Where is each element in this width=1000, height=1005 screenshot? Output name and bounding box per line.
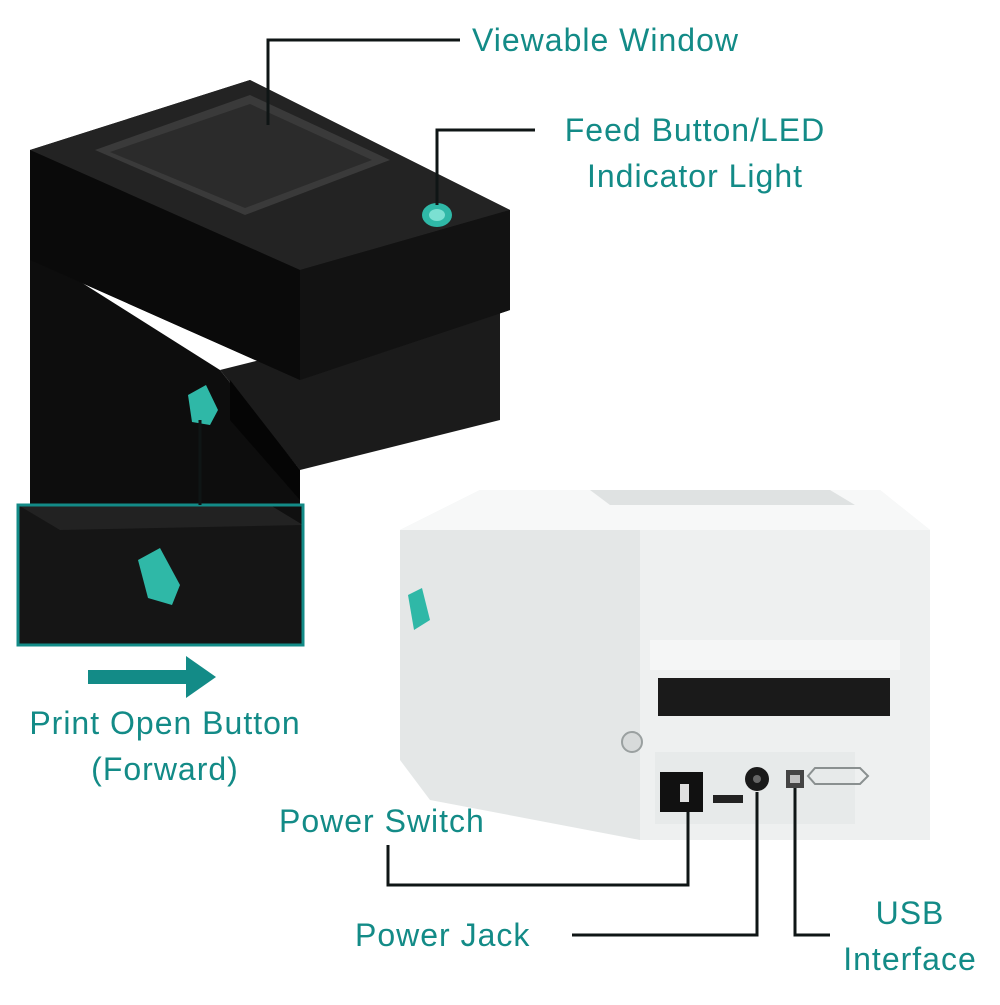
zoom-inset	[16, 503, 305, 647]
print-open-lever	[188, 385, 218, 425]
label-viewable-window: Viewable Window	[472, 22, 739, 58]
label-power-switch: Power Switch	[279, 803, 485, 839]
callout-lines	[198, 38, 830, 937]
label-usb-interface: USB Interface	[830, 890, 990, 982]
white-printer	[400, 490, 930, 840]
black-printer	[30, 80, 510, 510]
label-print-open-line1: Print Open Button	[29, 705, 301, 741]
label-feed-button: Feed Button/LED Indicator Light	[545, 107, 845, 199]
label-feed-button-line1: Feed Button/LED	[564, 112, 826, 148]
label-power-jack: Power Jack	[355, 917, 531, 953]
label-feed-button-line2: Indicator Light	[586, 158, 803, 194]
label-usb-line1: USB	[875, 895, 945, 931]
label-print-open-button: Print Open Button (Forward)	[10, 700, 320, 792]
label-usb-line2: Interface	[843, 941, 977, 977]
forward-arrow-icon	[88, 656, 216, 698]
print-open-lever-zoom	[138, 548, 180, 605]
label-print-open-line2: (Forward)	[91, 751, 239, 787]
